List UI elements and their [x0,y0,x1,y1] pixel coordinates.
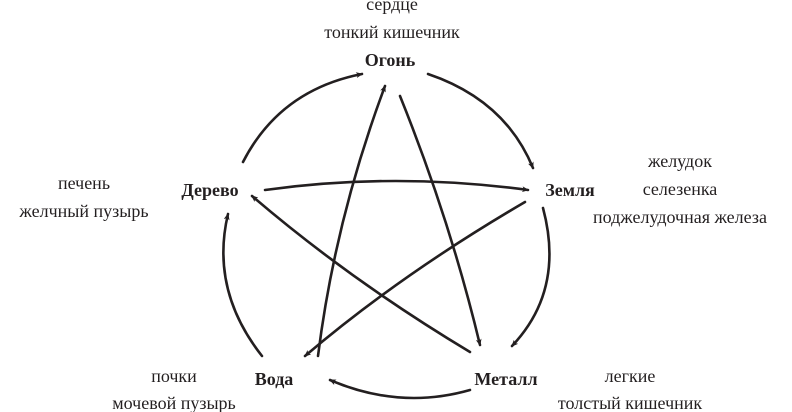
organ-metal-2: толстый кишечник [558,393,703,412]
arrow-metal-to-wood [250,194,472,354]
node-earth: Земля [545,180,595,200]
organ-water-1: почки [151,366,197,386]
organ-earth-3: поджелудочная железа [593,207,767,227]
organ-wood-2: желчный пузырь [18,201,148,221]
arrow-fire-to-metal [398,94,482,347]
arrow-earth-to-metal [510,206,551,348]
organ-earth-2: селезенка [643,179,718,199]
arrow-water-to-fire [316,84,387,358]
arrow-earth-to-water [303,200,527,358]
arrow-metal-to-water [328,378,472,400]
node-water: Вода [255,369,294,389]
arrow-fire-to-earth [426,72,535,170]
arrow-water-to-wood [222,212,264,358]
arrow-wood-to-fire [241,72,364,164]
organ-metal-1: легкие [605,366,656,386]
organ-fire-1: сердце [366,0,418,14]
arrow-wood-to-earth [263,179,530,193]
organ-water-2: мочевой пузырь [112,393,236,412]
organ-wood-1: печень [58,173,110,193]
node-metal: Металл [474,369,537,389]
organ-fire-2: тонкий кишечник [324,22,460,42]
node-wood: Дерево [181,180,238,200]
node-fire: Огонь [365,50,416,70]
organ-earth-1: желудок [647,151,712,171]
